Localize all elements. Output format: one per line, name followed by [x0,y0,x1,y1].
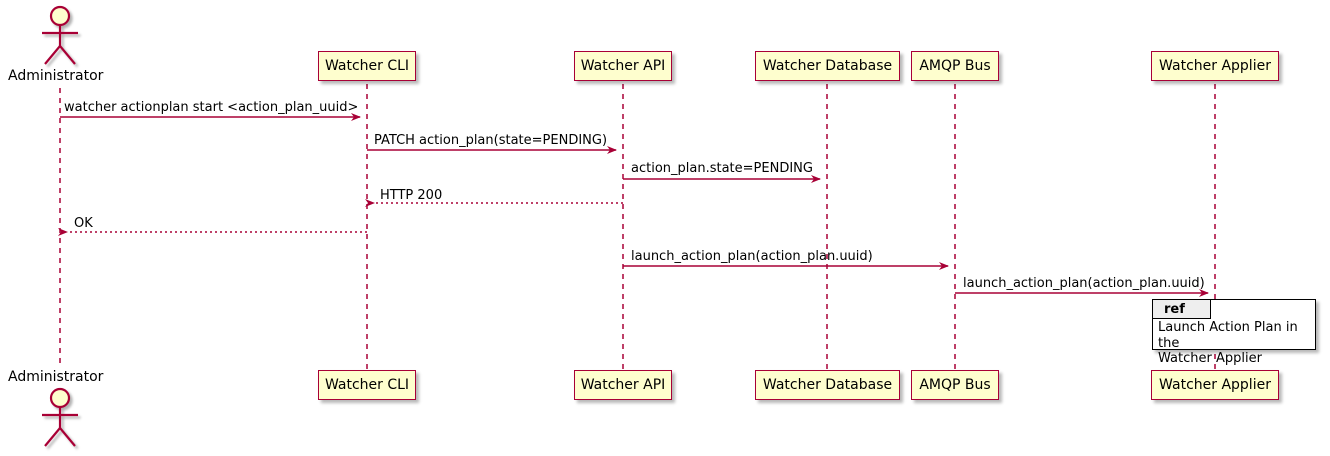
message-label-3: action_plan.state=PENDING [631,161,813,176]
participant-box-watcher-database-top[interactable]: Watcher Database [755,51,900,81]
message-label-6: launch_action_plan(action_plan.uuid) [631,249,873,264]
participant-box-watcher-api-top[interactable]: Watcher API [574,51,672,81]
participant-box-watcher-database-bottom[interactable]: Watcher Database [755,370,900,400]
actor-label-administrator-top: Administrator [8,68,104,84]
message-label-1: watcher actionplan start <action_plan_uu… [64,100,359,115]
actor-figure-bottom [42,387,78,447]
ref-fragment-text: Launch Action Plan in the Watcher Applie… [1158,320,1298,366]
ref-fragment-box: ref [1152,299,1316,350]
message-label-2: PATCH action_plan(state=PENDING) [374,133,608,148]
actor-label-administrator-bottom: Administrator [8,369,104,385]
participant-box-amqp-bus-bottom[interactable]: AMQP Bus [911,370,999,400]
lifelines [59,84,1216,370]
participant-box-watcher-cli-bottom[interactable]: Watcher CLI [318,370,416,400]
ref-fragment-keyword: ref [1153,300,1211,319]
participant-box-watcher-applier-top[interactable]: Watcher Applier [1151,51,1279,81]
participant-box-watcher-api-bottom[interactable]: Watcher API [574,370,672,400]
message-arrows [58,113,1209,297]
message-label-7: launch_action_plan(action_plan.uuid) [963,276,1205,291]
participant-box-watcher-applier-bottom[interactable]: Watcher Applier [1151,370,1279,400]
participant-box-amqp-bus-top[interactable]: AMQP Bus [911,51,999,81]
actor-figure-top [42,5,78,65]
participant-box-watcher-cli-top[interactable]: Watcher CLI [318,51,416,81]
message-label-5: OK [74,216,93,231]
message-label-4: HTTP 200 [380,188,443,203]
